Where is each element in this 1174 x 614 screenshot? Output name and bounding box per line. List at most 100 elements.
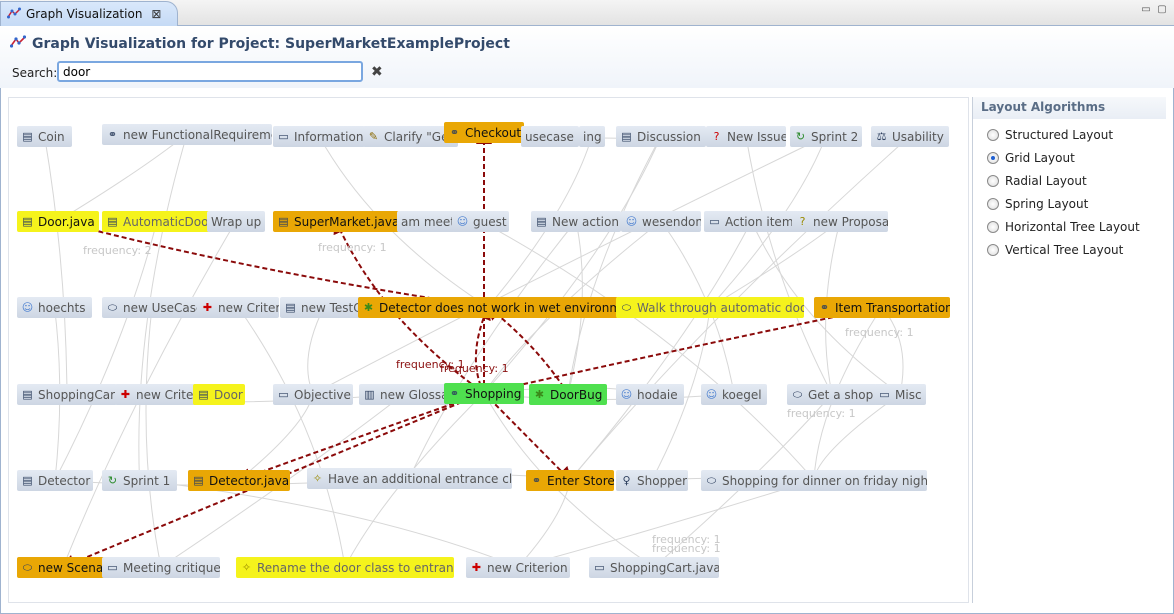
graph-node-sprint2[interactable]: ↻Sprint 2 xyxy=(790,126,862,147)
graph-node-detector-wet[interactable]: ✱Detector does not work in wet environme… xyxy=(358,297,618,318)
class-icon: ▤ xyxy=(22,474,33,487)
node-label: Wrap up xyxy=(211,214,262,229)
radio-button[interactable] xyxy=(987,174,999,187)
graph-node-hoechts[interactable]: ☺hoechts xyxy=(17,297,92,318)
user-icon: ☺ xyxy=(620,388,633,401)
node-label: Information xyxy=(294,129,364,144)
radio-button[interactable] xyxy=(987,151,999,164)
maximize-icon[interactable]: ▢ xyxy=(1157,4,1167,15)
layout-option-spring-layout[interactable]: Spring Layout xyxy=(973,192,1166,215)
graph-canvas[interactable]: ▤Coin ⚭new FunctionalRequirement▭Informat… xyxy=(8,97,969,603)
graph-node-newfr[interactable]: ⚭new FunctionalRequirement xyxy=(102,124,272,145)
graph-node-wrapup[interactable]: Wrap up xyxy=(207,211,265,232)
graph-node-shopping[interactable]: ⚭Shopping xyxy=(444,383,524,404)
radio-button[interactable] xyxy=(987,128,999,141)
graph-node-getashop[interactable]: ⬭Get a shopp xyxy=(787,384,877,405)
graph-node-wesendon[interactable]: ☺wesendon xyxy=(621,211,701,232)
tab-graph-visualization[interactable]: Graph Visualization ⊠ xyxy=(0,1,178,26)
graph-node-hodaie[interactable]: ☺hodaie xyxy=(616,384,684,405)
node-label: AutomaticDoor xyxy=(123,214,212,229)
graph-node-detectorjava[interactable]: ▤Detector.java xyxy=(188,470,290,491)
graph-node-detector[interactable]: ▤Detector xyxy=(17,470,93,491)
layout-option-horizontal-tree-layout[interactable]: Horizontal Tree Layout xyxy=(973,215,1166,238)
radio-button[interactable] xyxy=(987,197,999,210)
graph-node-additional[interactable]: ✧Have an additional entrance class xyxy=(307,468,512,489)
graph-edge xyxy=(565,135,662,396)
requirement-icon: ⚭ xyxy=(531,474,542,487)
graph-node-teammeeting[interactable]: am meeti xyxy=(397,211,455,232)
graph-node-shopper[interactable]: ♀Shopper xyxy=(616,470,688,491)
node-label: Sprint 2 xyxy=(811,129,859,144)
graph-node-autodoor[interactable]: ▤AutomaticDoor xyxy=(102,211,212,232)
graph-node-info[interactable]: ▭Information xyxy=(273,126,365,147)
graph-node-newaction[interactable]: ▤New action xyxy=(531,211,621,232)
layout-option-vertical-tree-layout[interactable]: Vertical Tree Layout xyxy=(973,238,1166,261)
tab-title: Graph Visualization xyxy=(26,7,143,21)
graph-node-walkthrough[interactable]: ⬭Walk through automatic door xyxy=(616,297,804,318)
graph-node-discussion[interactable]: ▤Discussion xyxy=(616,126,706,147)
graph-node-usability[interactable]: ⚖Usability xyxy=(871,126,949,147)
graph-node-enterstore[interactable]: ⚭Enter Store xyxy=(526,470,614,491)
graph-node-newscenario[interactable]: ⬭new Scenar xyxy=(17,557,109,578)
graph-node-itemtransport[interactable]: ⚭Item Transportation xyxy=(814,297,950,318)
graph-node-doorjava[interactable]: ▤Door.java xyxy=(17,211,99,232)
graph-node-coin[interactable]: ▤Coin xyxy=(17,126,72,147)
graph-node-objective[interactable]: ▭Objective xyxy=(273,384,353,405)
search-input[interactable] xyxy=(57,61,363,82)
node-label: new Glossa xyxy=(380,387,449,402)
graph-node-checkout[interactable]: ⚭Checkout xyxy=(444,122,524,143)
layout-option-grid-layout[interactable]: Grid Layout xyxy=(973,146,1166,169)
layout-option-label: Grid Layout xyxy=(1005,150,1075,165)
graph-node-clarify[interactable]: ✎Clarify "Get xyxy=(363,126,458,147)
graph-node-meetingcritique[interactable]: ▭Meeting critique xyxy=(102,557,220,578)
graph-node-newproposal[interactable]: ?new Proposal xyxy=(792,211,888,232)
glossary-icon: ▥ xyxy=(364,388,375,401)
radio-button[interactable] xyxy=(987,220,999,233)
graph-node-shoppingcartjava[interactable]: ▭ShoppingCart.java xyxy=(589,557,719,578)
layout-option-radial-layout[interactable]: Radial Layout xyxy=(973,169,1166,192)
graph-node-newcriterion1[interactable]: ✚new Criteric xyxy=(197,297,279,318)
graph-node-shoppingcart[interactable]: ▤ShoppingCart xyxy=(17,384,117,405)
close-tab-icon[interactable]: ⊠ xyxy=(151,7,162,21)
usecase-icon: ⬭ xyxy=(107,300,118,314)
node-label: new Criterion xyxy=(487,560,568,575)
graph-edge xyxy=(745,135,833,396)
graph-node-newissue[interactable]: ?New Issue xyxy=(706,126,786,147)
graph-node-actionitems[interactable]: ▭Action items xyxy=(704,211,799,232)
graph-node-usecase[interactable]: usecase xyxy=(521,126,579,147)
usecase-icon: ⬭ xyxy=(621,300,632,314)
graph-node-newtestcase[interactable]: ▤new TestCa xyxy=(280,297,368,318)
graph-edge xyxy=(44,135,71,396)
node-label: new Criteric xyxy=(218,300,279,315)
node-label: Door.java xyxy=(38,214,95,229)
radio-button[interactable] xyxy=(987,243,999,256)
clear-search-icon[interactable]: ✖ xyxy=(371,64,383,80)
graph-node-newglossary[interactable]: ▥ new Glossa xyxy=(359,384,449,405)
graph-edge xyxy=(880,305,904,395)
graph-node-supermarketjava[interactable]: ▤SuperMarket.java xyxy=(273,211,399,232)
class-icon: ▤ xyxy=(198,388,209,401)
graph-node-koegel[interactable]: ☺koegel xyxy=(701,384,767,405)
graph-node-doorbug[interactable]: ✱DoorBug xyxy=(529,384,607,405)
node-label: Shopping xyxy=(465,386,522,401)
highlighted-edge xyxy=(54,216,489,308)
node-label: Meeting critique xyxy=(123,560,220,575)
graph-node-shoppingfriday[interactable]: ⬭Shopping for dinner on friday night xyxy=(701,470,927,491)
graph-node-newcriterion3[interactable]: ✚new Criterion xyxy=(466,557,570,578)
frequency-label: frequency: 1 xyxy=(396,358,465,371)
graph-node-newcriterion2[interactable]: ✚new Criteric xyxy=(115,384,197,405)
node-label: guest xyxy=(473,214,507,229)
layout-option-structured-layout[interactable]: Structured Layout xyxy=(973,123,1166,146)
user-icon: ☺ xyxy=(21,301,34,314)
page-title: Graph Visualization for Project: SuperMa… xyxy=(9,35,510,52)
graph-node-guest[interactable]: ☺guest xyxy=(452,211,509,232)
graph-node-door[interactable]: ▤Door xyxy=(193,384,245,405)
graph-node-sprint1[interactable]: ↻Sprint 1 xyxy=(102,470,177,491)
graph-edge xyxy=(651,306,711,482)
graph-node-ung[interactable]: ing xyxy=(579,126,605,147)
minimize-icon[interactable]: ▭ xyxy=(1141,4,1151,15)
graph-node-misc[interactable]: ▭Misc xyxy=(874,384,926,405)
graph-node-rename[interactable]: ✧Rename the door class to entrance xyxy=(236,557,454,578)
node-label: Shopper xyxy=(637,473,688,488)
graph-node-newusecase[interactable]: ⬭new UseCase xyxy=(102,297,202,318)
